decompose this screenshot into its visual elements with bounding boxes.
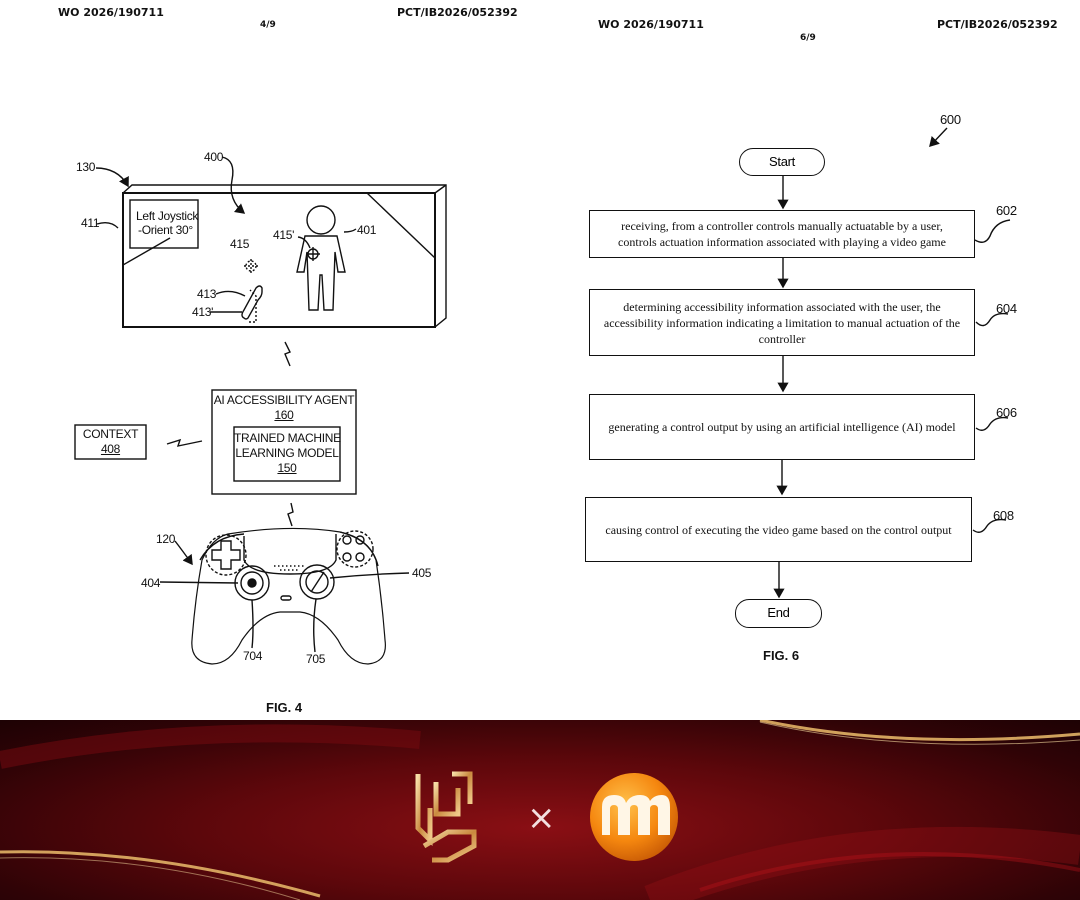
ref-405: 405	[412, 566, 432, 580]
ref-606: 606	[996, 405, 1017, 420]
model-box: TRAINED MACHINE LEARNING MODEL 150	[234, 431, 341, 476]
step-604-text: determining accessibility information as…	[603, 299, 961, 346]
model-number: 150	[277, 461, 297, 475]
flow-step-604: determining accessibility information as…	[589, 289, 975, 356]
page-number: 6/9	[800, 33, 816, 43]
figure-label: FIG. 6	[763, 648, 800, 663]
step-606-text: generating a control output by using an …	[608, 420, 956, 434]
fig4-line-drawing	[74, 156, 447, 665]
step-602-text: receiving, from a controller controls ma…	[618, 219, 946, 249]
flow-step-608: causing control of executing the video g…	[585, 497, 972, 562]
publication-number: WO 2026/190711	[598, 18, 704, 31]
application-number: PCT/IB2026/052392	[937, 18, 1058, 31]
model-line-1: TRAINED MACHINE	[234, 431, 341, 445]
ref-413: 413	[197, 287, 217, 301]
ref-608: 608	[993, 508, 1014, 523]
flow-step-602: receiving, from a controller controls ma…	[589, 210, 975, 258]
ref-130: 130	[76, 160, 96, 174]
display-screen	[122, 192, 436, 328]
ref-120: 120	[156, 532, 176, 546]
ref-404: 404	[141, 576, 161, 590]
agent-box: AI ACCESSIBILITY AGENT 160	[212, 393, 356, 423]
ref-401: 401	[357, 223, 377, 237]
hud-line-2: -Orient 30°	[138, 223, 193, 237]
hud-line-1: Left Joystick	[136, 209, 199, 223]
team-monogram-logo	[415, 771, 477, 863]
ref-602: 602	[996, 203, 1017, 218]
hud-overlay-text: Left Joystick -Orient 30°	[136, 209, 198, 237]
context-label: CONTEXT	[82, 427, 139, 441]
page-number: 4/9	[260, 20, 276, 30]
flow-end-terminal: End	[735, 599, 822, 628]
agent-number: 160	[274, 408, 294, 422]
promo-banner: ×	[0, 720, 1080, 900]
agent-title: AI ACCESSIBILITY AGENT	[213, 393, 355, 407]
banner-gold-swooshes	[0, 720, 1080, 900]
ref-704: 704	[243, 649, 263, 663]
model-line-2: LEARNING MODEL	[235, 446, 339, 460]
ref-411: 411	[81, 216, 100, 230]
ref-705: 705	[306, 652, 326, 666]
ref-413-prime: 413'	[192, 305, 214, 319]
ref-604: 604	[996, 301, 1017, 316]
application-number: PCT/IB2026/052392	[397, 6, 518, 19]
ref-415: 415	[230, 237, 250, 251]
publication-number: WO 2026/190711	[58, 6, 164, 19]
figure-label: FIG. 4	[266, 700, 303, 715]
patent-sheet-fig6: WO 2026/190711 PCT/IB2026/052392 6/9 600…	[540, 0, 1080, 720]
collab-separator: ×	[527, 798, 556, 838]
brand-m-logo	[590, 773, 678, 861]
context-box: CONTEXT 408	[75, 427, 146, 457]
start-label: Start	[769, 154, 795, 169]
end-label: End	[767, 605, 790, 620]
context-number: 408	[100, 442, 121, 456]
flow-start-terminal: Start	[739, 148, 825, 176]
ref-400: 400	[204, 150, 224, 164]
patent-sheet-fig4: WO 2026/190711 PCT/IB2026/052392 4/9	[0, 0, 540, 720]
ref-600: 600	[940, 112, 961, 127]
ref-415-prime: 415'	[273, 228, 295, 242]
step-608-text: causing control of executing the video g…	[605, 522, 952, 537]
flow-step-606: generating a control output by using an …	[589, 394, 975, 460]
fig6-flowchart-lines	[773, 127, 1011, 599]
